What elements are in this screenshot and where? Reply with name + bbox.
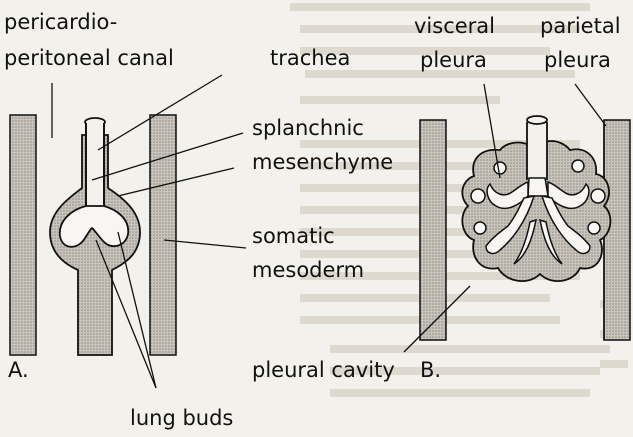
- panel-label-a: A.: [8, 360, 29, 381]
- label-mesoderm: mesoderm: [252, 260, 364, 281]
- label-splanchnic: splanchnic: [252, 118, 364, 139]
- trachea-tube: [85, 118, 105, 208]
- right-body-wall-a: [150, 115, 176, 355]
- label-pleural-cavity: pleural cavity: [252, 360, 395, 381]
- trachea-tube-b: [527, 116, 547, 180]
- label-somatic: somatic: [252, 226, 335, 247]
- label-visceral: visceral: [414, 16, 495, 37]
- left-body-wall-b: [420, 120, 446, 340]
- panel-label-b: B.: [420, 360, 441, 381]
- label-pericardio: pericardio-: [4, 12, 117, 33]
- label-lung-buds: lung buds: [130, 408, 233, 429]
- label-parietal: parietal: [540, 16, 621, 37]
- label-parietal-pleura: pleura: [544, 50, 611, 71]
- left-body-wall-a: [10, 115, 36, 355]
- label-trachea: trachea: [270, 48, 350, 69]
- label-visceral-pleura: pleura: [420, 50, 487, 71]
- label-mesenchyme: mesenchyme: [252, 152, 393, 173]
- label-peritoneal-canal: peritoneal canal: [4, 48, 174, 69]
